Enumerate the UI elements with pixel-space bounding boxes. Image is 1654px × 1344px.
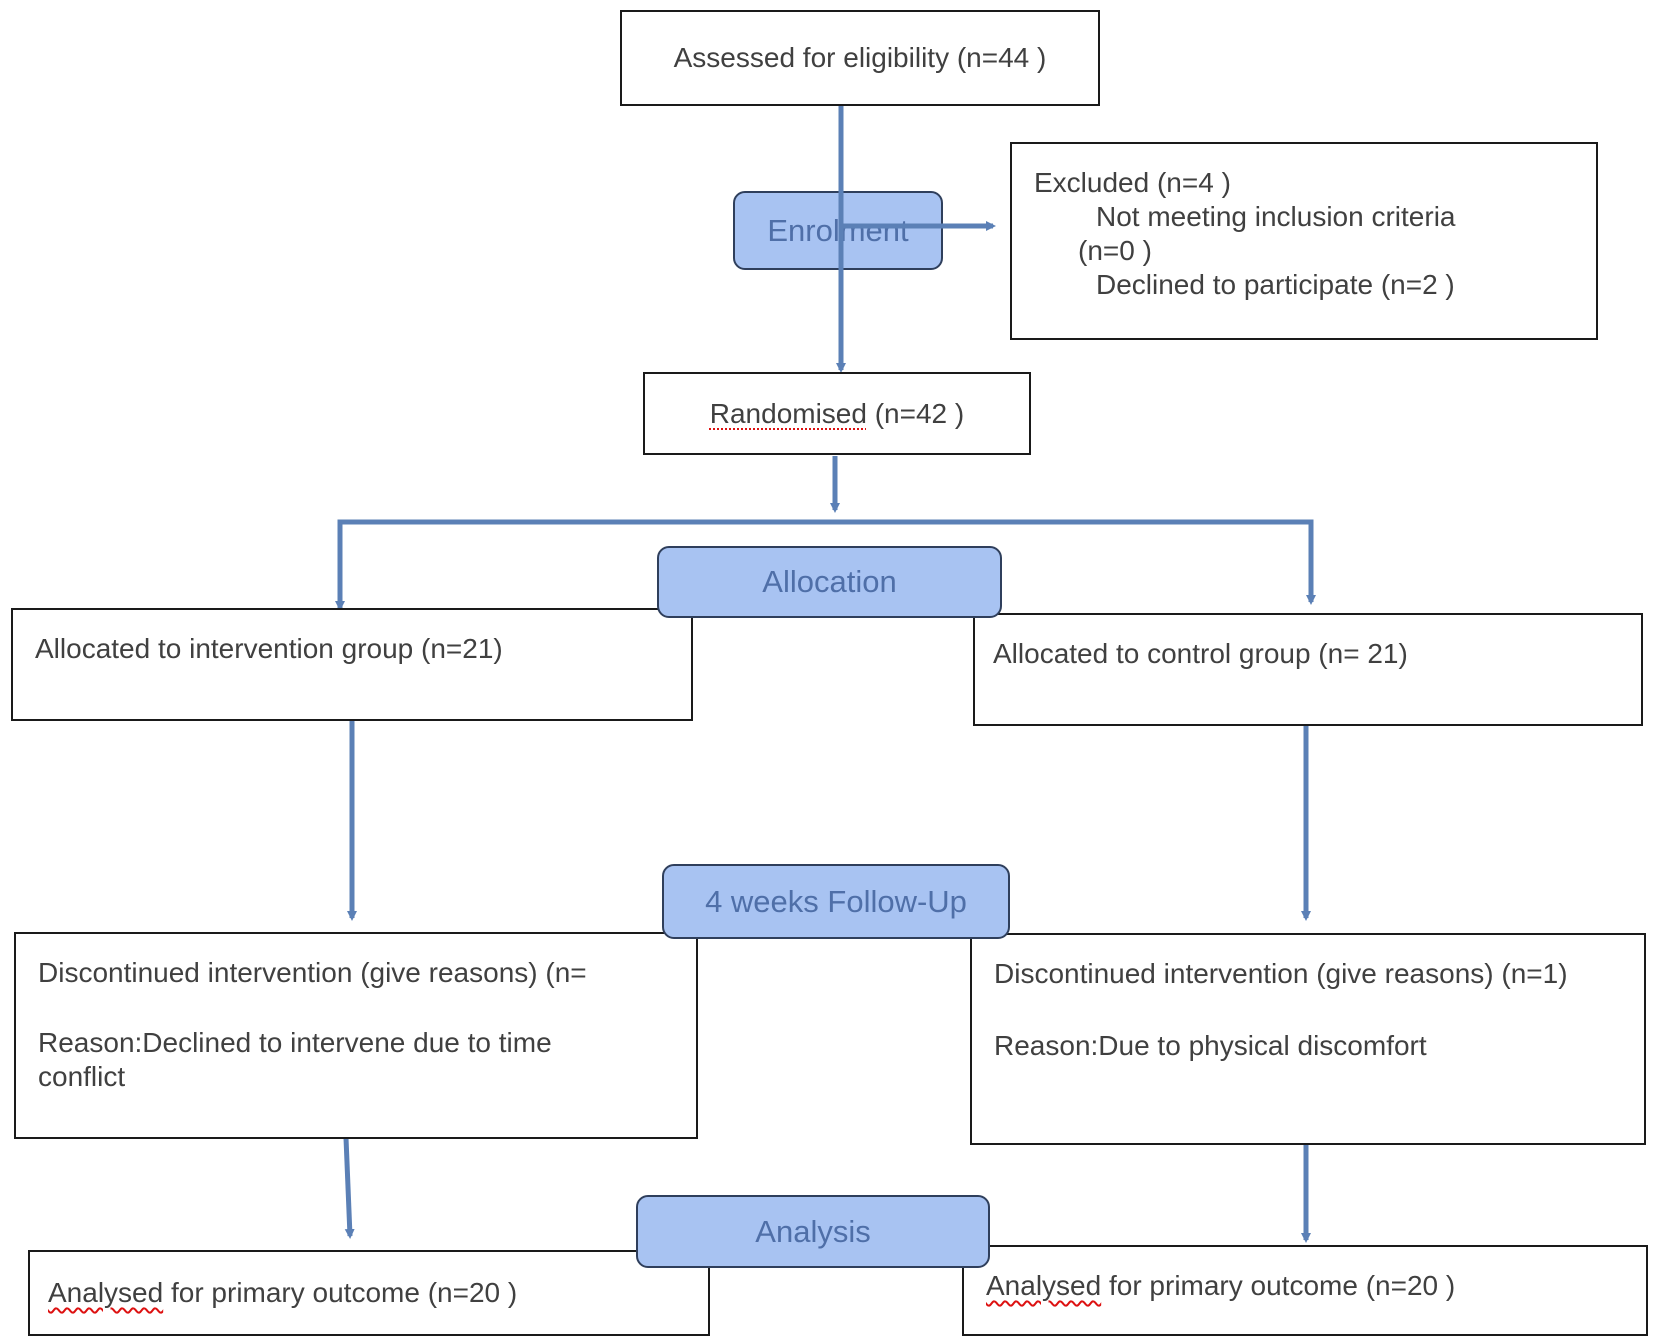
stage-followup-label: 4 weeks Follow-Up [705,883,967,919]
control-allocated-text: Allocated to control group (n= 21) [993,638,1408,669]
stage-allocation: Allocation [657,546,1002,618]
excluded-box: Excluded (n=4 ) Not meeting inclusion cr… [1010,142,1598,340]
intervention-allocated-box: Allocated to intervention group (n=21) [11,608,693,721]
randomised-count: (n=42 ) [866,397,965,429]
stage-analysis-label: Analysis [755,1213,871,1249]
control-allocated-box: Allocated to control group (n= 21) [973,613,1643,726]
assessed-text: Assessed for eligibility (n=44 ) [673,42,1047,73]
stage-analysis: Analysis [636,1195,990,1268]
stage-followup: 4 weeks Follow-Up [662,864,1010,939]
excluded-reason-1-count: (n=0 ) [1078,235,1152,266]
randomised-word: Randomised [709,397,867,429]
arrow-intervention-to-analysis [343,1137,355,1239]
intervention-analysed-word: Analysed [48,1277,164,1308]
allocation-split-line [337,519,1314,608]
stage-enrolment-label: Enrolment [767,212,909,248]
stage-allocation-label: Allocation [762,564,897,599]
intervention-allocated-text: Allocated to intervention group (n=21) [35,633,503,664]
intervention-analysed-text: Analysed for primary outcome (n=20 ) [48,1276,708,1310]
control-discontinued-box: Discontinued intervention (give reasons)… [970,933,1646,1145]
excluded-reason-2: Declined to participate (n=2 ) [1096,269,1455,300]
excluded-reason-1: Not meeting inclusion criteria [1096,201,1456,232]
control-analysed-rest: for primary outcome (n=20 ) [1101,1270,1456,1301]
excluded-title: Excluded (n=4 ) [1034,167,1231,198]
control-analysed-text: Analysed for primary outcome (n=20 ) [986,1269,1646,1303]
intervention-discontinued-text: Discontinued intervention (give reasons)… [38,957,587,988]
randomised-text: Randomised (n=42 ) [710,397,964,431]
randomised-box: Randomised (n=42 ) [643,372,1031,455]
control-discontinued-reason: Reason:Due to physical discomfort [994,1030,1427,1061]
intervention-discontinued-box: Discontinued intervention (give reasons)… [14,932,698,1139]
control-analysed-word: Analysed [986,1270,1102,1301]
intervention-analysed-rest: for primary outcome (n=20 ) [163,1277,518,1308]
assessed-box: Assessed for eligibility (n=44 ) [620,10,1100,106]
control-discontinued-text: Discontinued intervention (give reasons)… [994,958,1568,989]
control-analysed-box: Analysed for primary outcome (n=20 ) [962,1245,1648,1336]
stage-enrolment: Enrolment [733,191,943,270]
intervention-analysed-box: Analysed for primary outcome (n=20 ) [28,1250,710,1336]
intervention-discontinued-reason: Reason:Declined to intervene due to time… [38,1027,552,1092]
